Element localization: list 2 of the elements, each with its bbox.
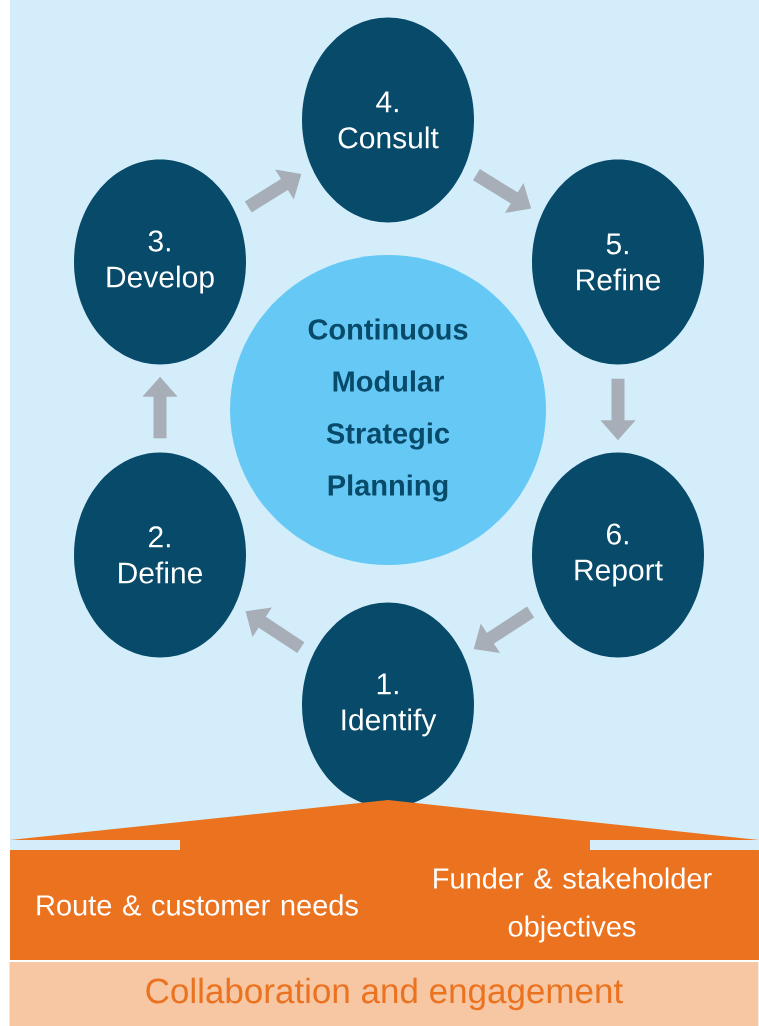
footer-band: Collaboration and engagement [9,962,759,1026]
banner: Route & customer needs Funder & stakeholder objectives [10,800,759,960]
